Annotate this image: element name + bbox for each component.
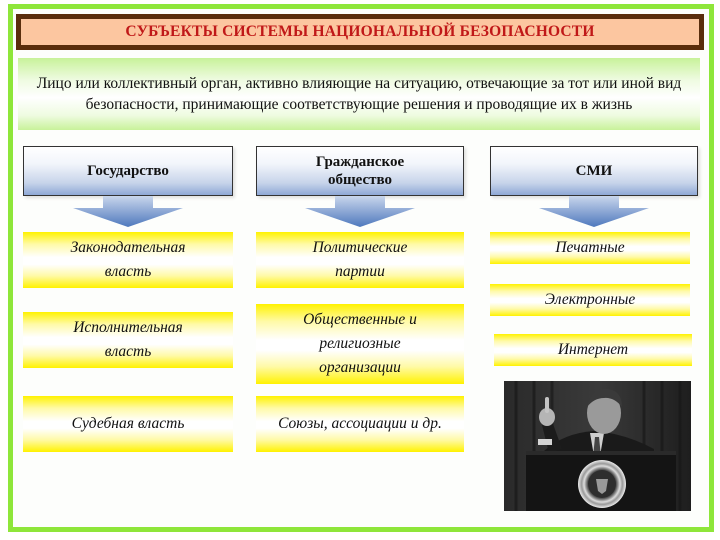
item-label: Печатные [555, 239, 625, 256]
category-label: Государство [87, 163, 169, 179]
item-label: Интернет [557, 341, 629, 358]
item-executive-power: Исполнительная власть [23, 312, 233, 368]
category-box-civil-society: Гражданское общество [256, 146, 464, 196]
item-label: Электронные [544, 291, 636, 308]
item-label: Общественные и религиозные организации [303, 311, 417, 376]
item-judicial-power: Судебная власть [23, 396, 233, 452]
category-label: Гражданское общество [315, 154, 405, 188]
category-box-media: СМИ [490, 146, 698, 196]
column-media: СМИ Печатные Электронные Интернет [490, 146, 698, 366]
item-label: Исполнительная власть [73, 319, 183, 360]
definition-banner: Лицо или коллективный орган, активно вли… [18, 58, 700, 130]
category-box-state: Государство [23, 146, 233, 196]
item-label: Судебная власть [71, 415, 185, 432]
down-arrow-icon [23, 196, 233, 228]
down-arrow-icon [256, 196, 464, 228]
item-label: Законодательная власть [70, 239, 186, 280]
speaker-photo [504, 381, 691, 511]
title-banner: СУБЪЕКТЫ СИСТЕМЫ НАЦИОНАЛЬНОЙ БЕЗОПАСНОС… [16, 14, 704, 50]
item-internet: Интернет [494, 334, 692, 366]
item-public-religious-orgs: Общественные и религиозные организации [256, 304, 464, 384]
item-political-parties: Политические партии [256, 232, 464, 288]
item-label: Союзы, ассоциации и др. [278, 415, 442, 432]
item-electronic-media: Электронные [490, 284, 690, 316]
item-print-media: Печатные [490, 232, 690, 264]
speaker-at-podium-image [504, 381, 691, 511]
definition-text: Лицо или коллективный орган, активно вли… [36, 75, 682, 113]
down-arrow-icon [490, 196, 698, 228]
item-label: Политические партии [312, 239, 408, 280]
column-civil-society: Гражданское общество Политические партии… [256, 146, 464, 452]
page-title: СУБЪЕКТЫ СИСТЕМЫ НАЦИОНАЛЬНОЙ БЕЗОПАСНОС… [125, 23, 595, 40]
category-label: СМИ [575, 163, 613, 179]
item-legislative-power: Законодательная власть [23, 232, 233, 288]
column-state: Государство Законодательная власть Испол… [23, 146, 233, 452]
item-unions-associations: Союзы, ассоциации и др. [256, 396, 464, 452]
